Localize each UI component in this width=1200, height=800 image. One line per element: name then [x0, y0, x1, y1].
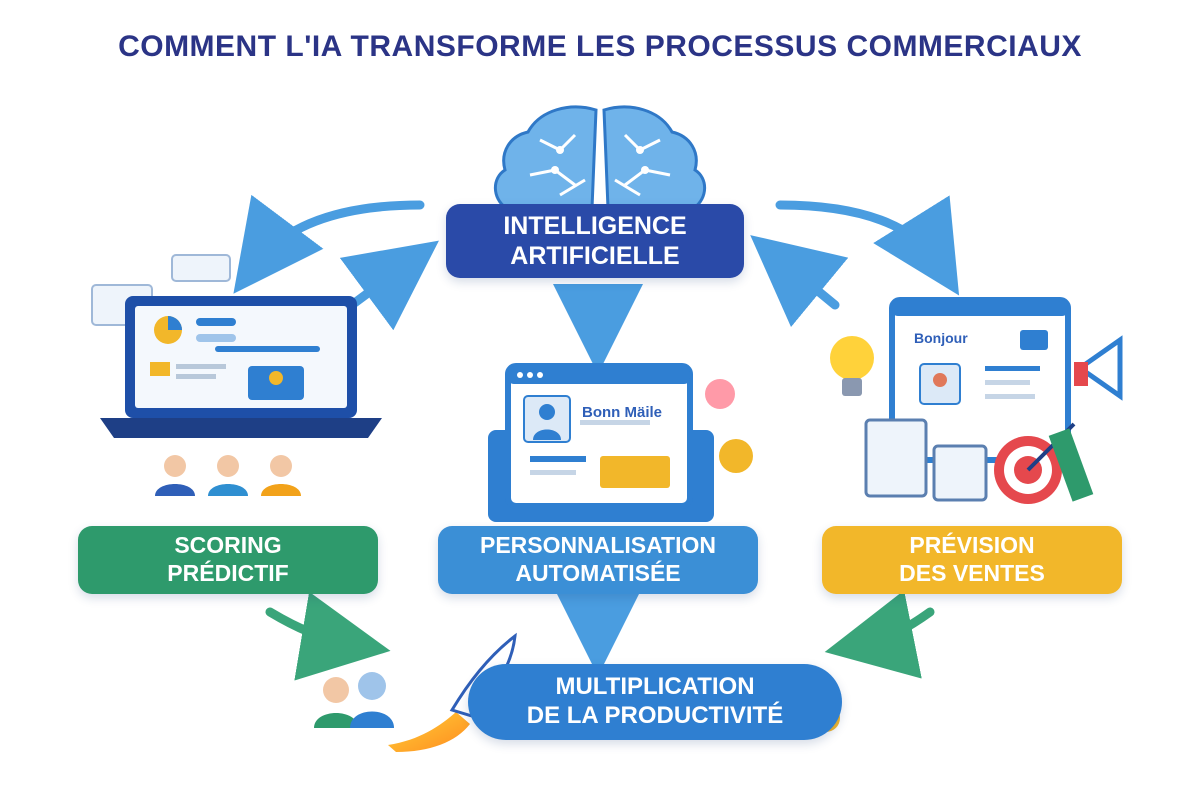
document-icon: [864, 418, 988, 502]
prevision-box: PRÉVISION DES VENTES: [822, 526, 1122, 594]
email-window-title: Bonn Mäile: [582, 404, 663, 421]
prevision-line-1: PRÉVISION: [909, 532, 1035, 559]
arrows-to-result: [265, 590, 935, 681]
browser-window-icon: [889, 297, 1071, 463]
greeting-window-title: Bonjour: [914, 330, 968, 346]
scoring-line-2: PRÉDICTIF: [167, 560, 289, 586]
scoring-line-1: SCORING: [174, 532, 282, 559]
result-box: MULTIPLICATION DE LA PRODUCTIVITÉ: [468, 664, 842, 740]
personnalisation-box: PERSONNALISATION AUTOMATISÉE: [438, 526, 758, 594]
target-icon: [994, 422, 1094, 504]
scoring-box: SCORING PRÉDICTIF: [78, 526, 378, 594]
megaphone-icon: [1074, 335, 1123, 401]
browser-window-icon: [488, 363, 753, 522]
personnalisation-line-1: PERSONNALISATION: [480, 532, 716, 559]
ai-box: INTELLIGENCE ARTIFICIELLE: [446, 204, 744, 278]
arrows-from-ai: [233, 194, 960, 676]
ai-line-2: ARTIFICIELLE: [510, 242, 680, 270]
lightbulb-icon: [830, 336, 874, 396]
ai-line-1: INTELLIGENCE: [503, 212, 687, 240]
result-line-1: MULTIPLICATION: [555, 673, 755, 701]
result-line-2: DE LA PRODUCTIVITÉ: [526, 702, 784, 729]
personnalisation-line-2: AUTOMATISÉE: [515, 560, 681, 586]
page-title: COMMENT L'IA TRANSFORME LES PROCESSUS CO…: [118, 30, 1082, 63]
brain-icon: [493, 105, 707, 210]
user-icon: [314, 672, 394, 728]
laptop-icon: [91, 254, 382, 438]
prevision-line-2: DES VENTES: [899, 560, 1045, 586]
user-icon: [155, 455, 301, 496]
